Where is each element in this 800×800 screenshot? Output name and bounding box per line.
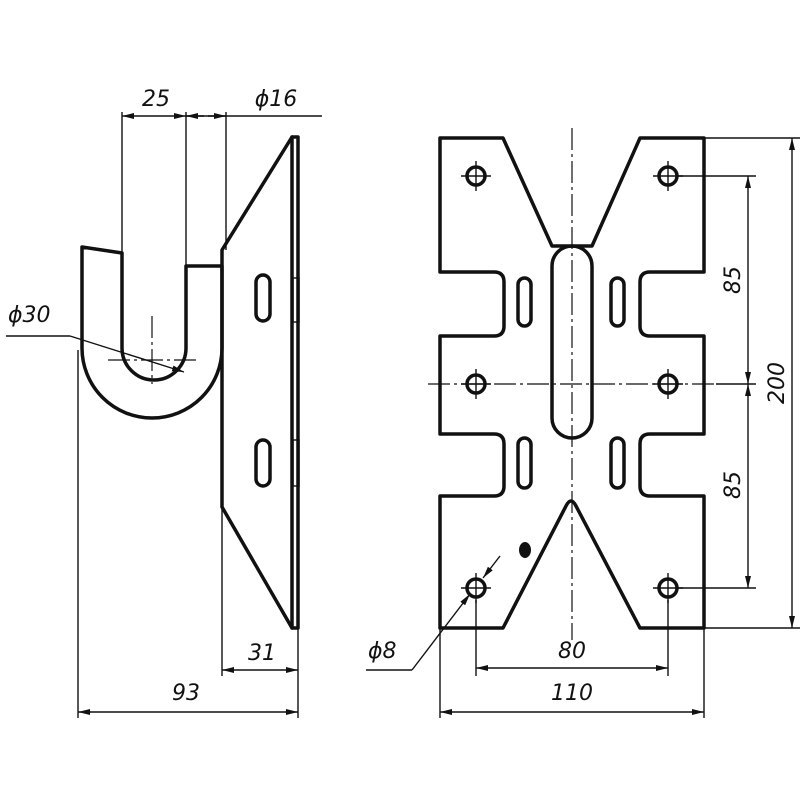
mount-hole-tl xyxy=(461,161,491,191)
dim-85-upper-label: 85 xyxy=(721,266,746,294)
dim-110-label: 110 xyxy=(551,681,593,706)
plate-outline xyxy=(220,135,300,630)
dim-phi30-label: ϕ30 xyxy=(8,303,51,328)
dim-25-label: 25 xyxy=(142,87,170,112)
phi30-leader xyxy=(69,335,185,373)
side-view: 25 ϕ16 ϕ30 31 93 xyxy=(6,87,322,718)
dim-phi8-label: ϕ8 xyxy=(368,639,397,664)
slot-ll xyxy=(516,436,533,490)
plate-front-outline xyxy=(438,136,706,630)
dim-93-label: 93 xyxy=(172,681,200,706)
slot-ul xyxy=(516,276,533,328)
side-slot-edge-lower xyxy=(292,439,300,487)
dim-80-label: 80 xyxy=(558,639,586,664)
slot-ur xyxy=(609,276,626,328)
side-slot-lower xyxy=(254,438,272,488)
dim-phi16-label: ϕ16 xyxy=(255,87,298,112)
side-slot-upper xyxy=(254,273,272,323)
side-slot-edge-upper xyxy=(292,277,300,323)
front-view: ϕ8 85 85 200 80 110 xyxy=(366,128,800,718)
phi8-leader xyxy=(411,593,471,671)
dim-85-lower-label: 85 xyxy=(721,471,746,499)
mount-hole-br xyxy=(653,573,683,603)
slot-lr xyxy=(609,436,626,490)
dim-200-label: 200 xyxy=(765,362,790,404)
mount-hole-bl xyxy=(461,573,491,603)
phi8-leader-far xyxy=(482,555,501,579)
hook-outline xyxy=(80,245,224,420)
small-mark xyxy=(519,542,531,558)
dim-31-label: 31 xyxy=(248,641,276,666)
